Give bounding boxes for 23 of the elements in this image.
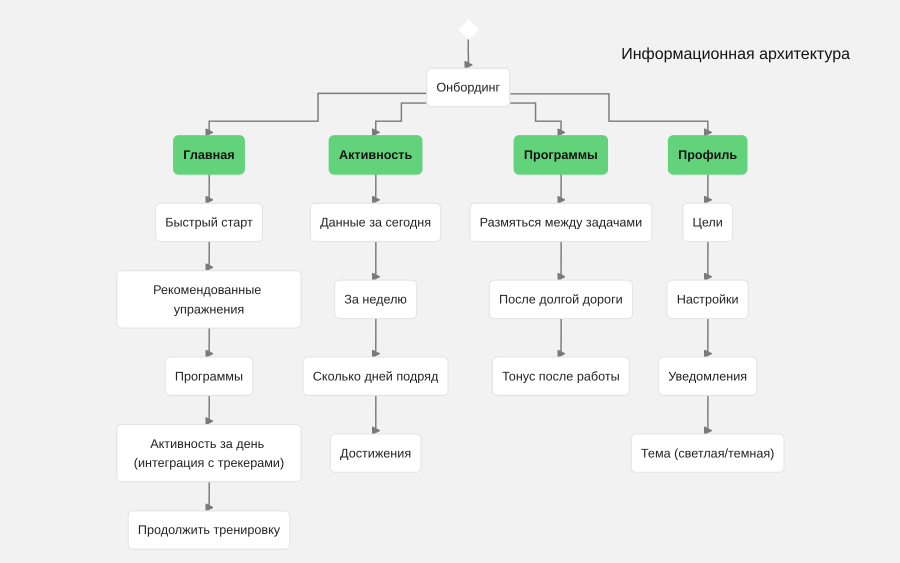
arrow [556, 318, 566, 358]
arrow [371, 395, 380, 435]
arrow [464, 38, 472, 70]
arrow [703, 174, 712, 204]
arrow [510, 102, 566, 137]
arrow [204, 241, 214, 272]
arrow [703, 241, 712, 281]
arrow [204, 395, 214, 426]
arrow [371, 102, 427, 137]
arrow [371, 318, 380, 358]
arrow [204, 328, 214, 358]
arrow [510, 93, 712, 137]
arrow [371, 241, 380, 281]
arrow [703, 395, 712, 435]
arrow [371, 174, 380, 204]
arrow [204, 174, 214, 204]
arrow [556, 241, 566, 281]
diagram-title: Информационная архитектура [621, 46, 850, 64]
arrow [703, 318, 712, 358]
arrow [204, 92, 427, 137]
arrow [556, 174, 566, 204]
node-diamond [458, 19, 479, 40]
arrow [204, 482, 214, 512]
